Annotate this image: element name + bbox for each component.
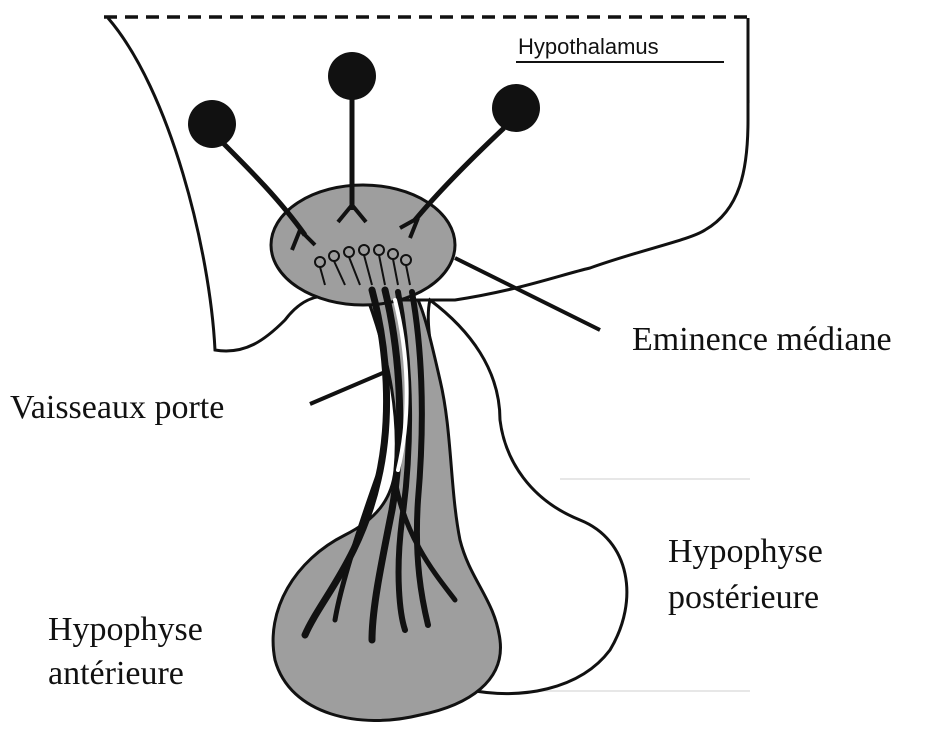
portal-vessels-label: Vaisseaux porte: [10, 389, 224, 426]
eminence-label: Eminence médiane: [632, 321, 892, 358]
portal-vessels-leader-line: [310, 372, 385, 404]
anterior-pituitary-label-line2: antérieure: [48, 655, 184, 692]
hypothalamus-label: Hypothalamus: [518, 34, 659, 59]
neuron-cell-body: [492, 84, 540, 132]
neuron-cell-body: [328, 52, 376, 100]
hypothalamus-outline: [108, 18, 748, 351]
hypothalamus-region: [104, 17, 752, 351]
neuron-cell-body: [188, 100, 236, 148]
anterior-pituitary-label-line1: Hypophyse: [48, 611, 203, 648]
posterior-pituitary-label-line1: Hypophyse: [668, 533, 823, 570]
posterior-pituitary-label-line2: postérieure: [668, 579, 819, 616]
